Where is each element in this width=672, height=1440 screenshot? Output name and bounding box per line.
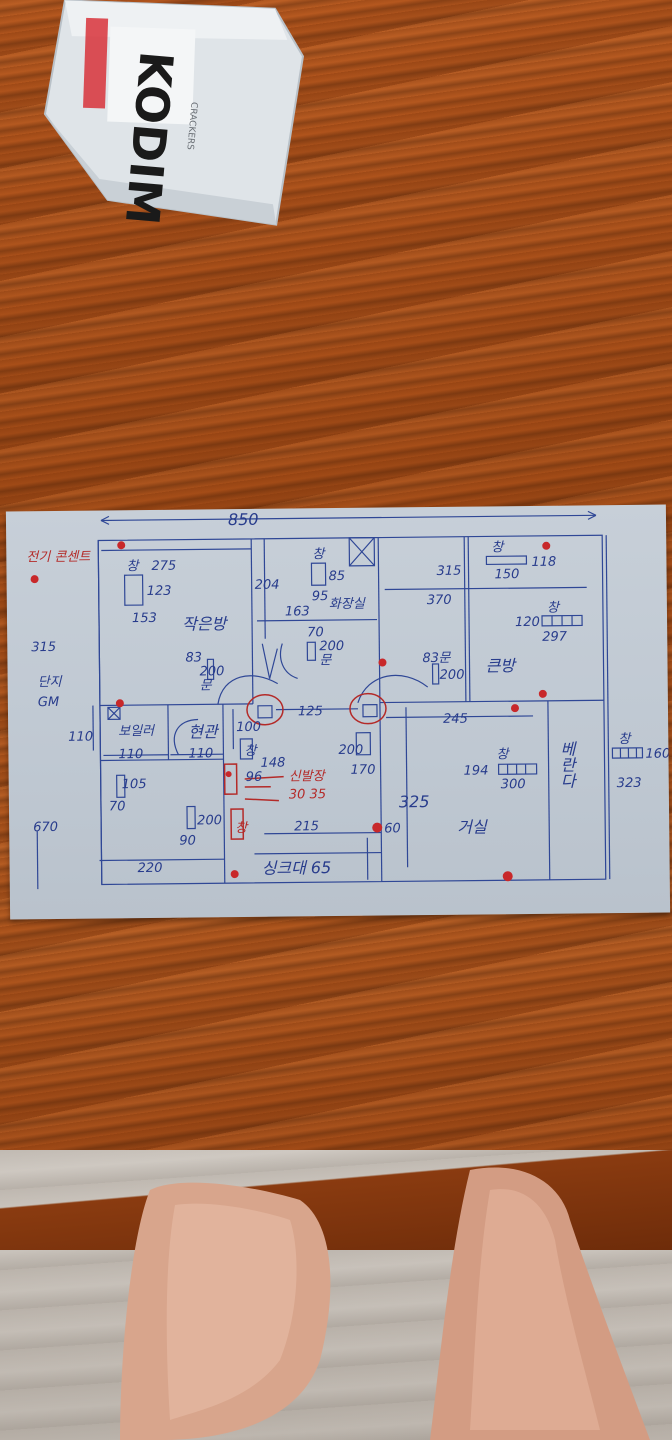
dim-148: 148	[260, 756, 285, 771]
dim-160: 160	[645, 747, 670, 762]
door-label: 문	[319, 653, 332, 668]
dim-163: 163	[285, 604, 310, 619]
room-boiler: 보일러	[118, 724, 155, 739]
window-mark: 창	[491, 540, 505, 555]
room-bathroom: 화장실	[329, 597, 366, 612]
window-mark: 창	[547, 601, 561, 616]
dim-215: 215	[294, 819, 319, 834]
window-mark: 창	[312, 547, 326, 562]
shoe-cabinet-dims: 30 35	[289, 787, 326, 802]
room-big-room: 큰방	[485, 656, 517, 675]
dim-200c: 200	[197, 813, 222, 828]
dim-370: 370	[427, 593, 452, 608]
snack-side-text: CRACKERS	[184, 102, 198, 151]
dim-83-right: 83	[422, 651, 439, 666]
dim-194: 194	[464, 763, 489, 778]
dim-153: 153	[132, 611, 157, 626]
dim-670: 670	[33, 820, 58, 835]
dim-315-top: 315	[436, 564, 461, 579]
dim-297: 297	[542, 630, 568, 645]
dim-275: 275	[151, 559, 176, 574]
dim-220: 220	[138, 861, 163, 876]
dim-200: 200	[199, 664, 224, 679]
dim-120: 120	[515, 615, 540, 630]
dim-85: 85	[329, 569, 346, 584]
room-small-room: 작은방	[182, 614, 229, 633]
window-mark: 창	[126, 559, 140, 574]
dim-90: 90	[179, 833, 196, 848]
dim-96: 96	[246, 770, 263, 785]
dim-110: 110	[68, 730, 93, 745]
dim-118: 118	[531, 555, 556, 570]
window-red-label: 창	[235, 821, 249, 836]
shoe-cabinet-label: 신발장	[289, 769, 327, 784]
window-mark: 창	[244, 744, 258, 759]
dim-170: 170	[351, 763, 376, 778]
dim-204: 204	[255, 578, 280, 593]
dim-300: 300	[501, 777, 526, 792]
total-width-value: 850	[228, 510, 259, 529]
dim-150: 150	[494, 567, 519, 582]
door-label-right: 문	[438, 651, 451, 666]
dim-110c: 110	[188, 746, 213, 761]
room-veranda: 베란다	[557, 741, 577, 789]
door-label: 문	[200, 678, 213, 693]
feet	[120, 1167, 650, 1440]
dim-110b: 110	[118, 747, 143, 762]
dim-123: 123	[147, 584, 172, 599]
dim-83: 83	[185, 650, 202, 665]
room-living-room: 거실	[457, 817, 488, 836]
outlet-note: 전기 콘센트	[26, 550, 91, 566]
floor-plan-drawing: 850	[26, 510, 670, 890]
window-mark: 창	[496, 747, 510, 762]
dim-125: 125	[298, 704, 323, 719]
dim-70: 70	[109, 799, 126, 814]
dim-200-door: 200	[319, 639, 344, 654]
window-mark: 창	[618, 732, 632, 747]
dim-70-door: 70	[307, 625, 324, 640]
room-entrance: 현관	[188, 722, 220, 741]
dim-200b: 200	[338, 743, 363, 758]
dim-323: 323	[617, 776, 642, 791]
dim-60: 60	[384, 821, 401, 836]
breaker-sub: GM	[38, 695, 59, 710]
dim-245: 245	[443, 712, 468, 727]
dim-100: 100	[236, 720, 261, 735]
breaker-label: 단지	[38, 675, 63, 690]
dim-200-right: 200	[440, 668, 465, 683]
snack-package: KODIM CRACKERS	[26, 0, 315, 236]
dim-325: 325	[399, 792, 430, 811]
dim-315-left: 315	[31, 640, 56, 655]
dim-105: 105	[122, 777, 147, 792]
room-sink: 싱크대 65	[262, 858, 332, 878]
dim-95: 95	[312, 589, 329, 604]
floor-plan-paper: 850	[5, 504, 670, 920]
